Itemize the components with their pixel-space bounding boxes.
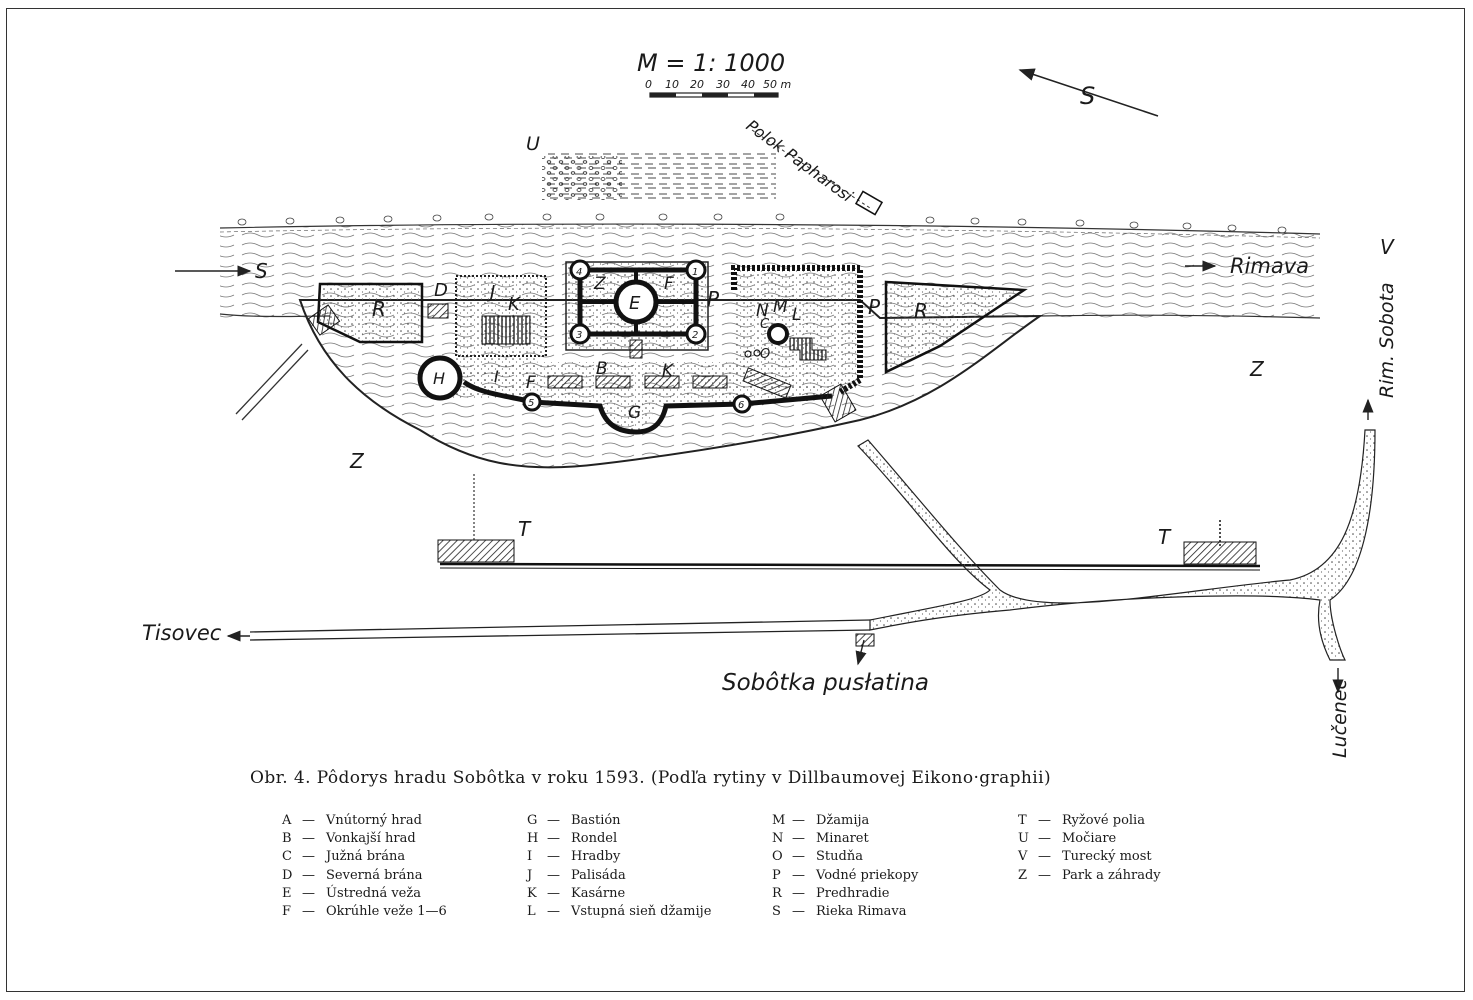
- river-label: Rimava: [1230, 254, 1309, 278]
- scale-tick-10: 10: [665, 78, 679, 91]
- scale-tick-50: 50 m: [763, 78, 791, 91]
- label-f-castle: F: [664, 274, 674, 294]
- legend-item: D—Severná brána: [282, 867, 423, 883]
- park-left-label: Z: [349, 449, 365, 473]
- tower-4-label: 4: [576, 267, 582, 278]
- legend-item: J—Palisáda: [527, 867, 626, 883]
- legend-item: K—Kasárne: [527, 885, 626, 901]
- legend-column-4: T—Ryžové polia U—Močiare V—Turecký most …: [1018, 812, 1161, 885]
- predhradie-right: R: [884, 280, 1028, 374]
- label-r-left: R: [372, 297, 386, 321]
- scale-title: M = 1: 1000: [637, 49, 785, 77]
- sobotka-label: Sobôtka pusłatina: [722, 670, 929, 696]
- rice-fields: T T: [437, 474, 1261, 571]
- legend-item: E—Ústredná veža: [282, 885, 421, 901]
- legend-item: T—Ryžové polia: [1018, 813, 1145, 828]
- label-n: N: [756, 301, 769, 321]
- rim-sobota-label: Rim. Sobota: [1376, 282, 1398, 398]
- label-h: H: [433, 369, 445, 388]
- label-b: B: [596, 359, 608, 379]
- label-i: I: [494, 367, 499, 386]
- legend-item: G—Bastión: [527, 813, 621, 828]
- scale-tick-20: 20: [690, 78, 704, 91]
- legend-item: S—Rieka Rimava: [772, 904, 907, 920]
- label-d: D: [434, 280, 448, 301]
- label-f-wall: F: [526, 373, 536, 393]
- label-p2: P: [868, 295, 881, 319]
- lucenec-label: Lučenec: [1329, 679, 1351, 758]
- rice-right-label: T: [1158, 525, 1172, 549]
- gate-d: [427, 303, 449, 319]
- tower-2-label: 2: [692, 330, 698, 341]
- park-right-label: Z: [1249, 357, 1265, 381]
- label-k-upper: K: [508, 294, 521, 315]
- dyke-left: [235, 343, 309, 421]
- tower-5-label: 5: [528, 398, 534, 409]
- scale-bar: M = 1: 1000 0 10 20 30 40 50 m: [637, 49, 791, 98]
- scale-tick-40: 40: [741, 78, 755, 91]
- north-arrow-icon: S: [1018, 68, 1159, 117]
- label-e: E: [629, 293, 641, 314]
- legend-item: B—Vonkajší hrad: [282, 831, 416, 847]
- bridge-label: V: [1380, 235, 1395, 259]
- label-k-lower: K: [662, 361, 675, 381]
- tower-1-label: 1: [692, 267, 698, 278]
- river-start-label: S: [255, 259, 268, 283]
- inner-castle: E 4 1 3 2 Z F: [565, 259, 709, 359]
- legend-column-1: A—Vnútorný hrad B—Vonkajší hrad C—Južná …: [282, 812, 447, 921]
- label-r-right: R: [914, 299, 928, 323]
- label-p1: P: [707, 287, 720, 311]
- legend-item: I—Hradby: [527, 849, 621, 865]
- label-o: O: [760, 347, 770, 362]
- scale-tick-0: 0: [645, 78, 652, 91]
- legend-item: M—Džamija: [772, 813, 870, 828]
- label-c: C: [760, 317, 770, 332]
- legend-item: L—Vstupná sieň džamije: [527, 904, 712, 920]
- predhradie-left: R: [307, 282, 424, 344]
- legend-item: P—Vodné priekopy: [772, 867, 919, 883]
- scale-tick-30: 30: [716, 78, 730, 91]
- legend-item: C—Južná brána: [282, 849, 406, 865]
- rice-left-label: T: [518, 517, 532, 541]
- label-m: M: [773, 297, 788, 317]
- legend-item: V—Turecký most: [1018, 849, 1152, 865]
- legend-item: H—Rondel: [527, 831, 618, 847]
- roads: [226, 398, 1376, 694]
- legend-item: R—Predhradie: [772, 885, 890, 901]
- tower-3-label: 3: [576, 330, 582, 341]
- tisovec-label: Tisovec: [142, 621, 222, 645]
- legend-item: U—Močiare: [1018, 831, 1117, 847]
- marsh-area: U: [526, 133, 776, 200]
- legend-column-3: M—Džamija N—Minaret O—Studňa P—Vodné pri…: [772, 812, 918, 921]
- bridge-v: [854, 190, 884, 216]
- legend-column-2: G—Bastión H—Rondel I—Hradby J—Palisáda K…: [527, 812, 711, 921]
- legend-item: Z—Park a záhrady: [1018, 867, 1161, 883]
- outer-courtyard: H 5 6 I F B K G: [417, 355, 857, 435]
- tower-6-label: 6: [738, 400, 744, 411]
- legend-item: A—Vnútorný hrad: [282, 813, 422, 828]
- marsh-label: U: [526, 133, 540, 155]
- north-label: S: [1080, 82, 1095, 110]
- figure-caption: Obr. 4. Pôdorys hradu Sobôtka v roku 159…: [250, 768, 1051, 788]
- label-l: L: [792, 305, 801, 325]
- legend-item: O—Studňa: [772, 849, 863, 865]
- legend-item: N—Minaret: [772, 831, 869, 847]
- label-j: J: [487, 282, 495, 303]
- label-z-castle: Z: [593, 274, 606, 294]
- legend-item: F—Okrúhle veže 1—6: [282, 904, 447, 920]
- label-g: G: [628, 403, 641, 423]
